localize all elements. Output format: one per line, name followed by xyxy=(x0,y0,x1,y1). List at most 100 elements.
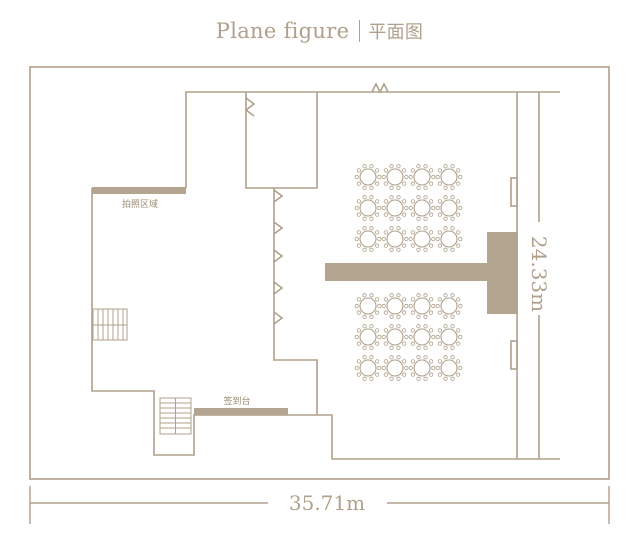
chair xyxy=(423,355,428,360)
chair xyxy=(450,376,455,381)
chair xyxy=(375,341,380,346)
banquet-table xyxy=(354,164,382,190)
stairs-left xyxy=(92,308,128,341)
chair xyxy=(443,247,448,252)
chair xyxy=(456,230,461,235)
chair xyxy=(381,205,386,211)
chair xyxy=(356,243,361,248)
chair xyxy=(389,293,394,298)
chair xyxy=(408,365,413,371)
chair xyxy=(435,365,440,371)
banquet-table xyxy=(435,324,463,350)
chair xyxy=(437,199,442,204)
chair xyxy=(458,334,463,340)
chair xyxy=(435,303,440,309)
chair xyxy=(356,297,361,302)
chair xyxy=(429,212,434,217)
chair xyxy=(369,185,374,190)
chair xyxy=(377,303,382,309)
chair xyxy=(416,314,421,319)
chair xyxy=(383,212,388,217)
door-swing xyxy=(273,189,284,203)
chair xyxy=(356,310,361,315)
chair xyxy=(375,372,380,377)
chair xyxy=(416,324,421,329)
right-door-upper xyxy=(510,177,518,207)
chair xyxy=(402,230,407,235)
door-swing xyxy=(244,97,256,117)
banquet-table xyxy=(435,164,463,190)
chair xyxy=(404,303,409,309)
chair xyxy=(450,195,455,200)
corridor-wall xyxy=(273,188,318,415)
chair xyxy=(362,324,367,329)
chair xyxy=(381,236,386,242)
chair xyxy=(410,181,415,186)
chair xyxy=(354,334,359,340)
chair xyxy=(383,243,388,248)
chair xyxy=(410,372,415,377)
chair xyxy=(410,359,415,364)
photo-area-wall xyxy=(92,187,186,194)
chair xyxy=(416,355,421,360)
chair xyxy=(377,236,382,242)
chair xyxy=(389,314,394,319)
chair xyxy=(410,212,415,217)
chair xyxy=(383,199,388,204)
chair xyxy=(402,168,407,173)
chair xyxy=(356,212,361,217)
banquet-table xyxy=(408,324,436,350)
chair xyxy=(429,297,434,302)
chair xyxy=(396,345,401,350)
chair xyxy=(429,372,434,377)
chair xyxy=(396,314,401,319)
chair xyxy=(450,355,455,360)
title-chinese: 平面图 xyxy=(368,22,424,43)
chair xyxy=(431,236,436,242)
banquet-table xyxy=(354,195,382,221)
chair xyxy=(429,181,434,186)
chair xyxy=(410,341,415,346)
chair xyxy=(458,174,463,180)
chair xyxy=(356,359,361,364)
chair xyxy=(456,199,461,204)
chair xyxy=(416,376,421,381)
small-room xyxy=(245,92,318,189)
chair xyxy=(396,216,401,221)
chair xyxy=(423,164,428,169)
chair xyxy=(356,230,361,235)
chair xyxy=(369,376,374,381)
width-dimension xyxy=(29,486,610,524)
chair xyxy=(369,164,374,169)
banquet-table xyxy=(408,195,436,221)
door-swing xyxy=(273,281,284,295)
chair xyxy=(456,310,461,315)
chair xyxy=(375,199,380,204)
chair xyxy=(354,303,359,309)
chair xyxy=(362,293,367,298)
chair xyxy=(443,345,448,350)
chair xyxy=(431,334,436,340)
chair xyxy=(437,372,442,377)
banquet-table xyxy=(408,355,436,381)
chair xyxy=(381,334,386,340)
chair xyxy=(456,372,461,377)
chair xyxy=(456,168,461,173)
chair xyxy=(458,365,463,371)
banquet-table xyxy=(381,226,409,252)
chair xyxy=(423,185,428,190)
chair xyxy=(404,205,409,211)
chair xyxy=(389,345,394,350)
chair xyxy=(377,334,382,340)
chair xyxy=(375,230,380,235)
sign-in-desk-bar xyxy=(194,408,288,415)
chair xyxy=(356,199,361,204)
chair xyxy=(389,324,394,329)
chair xyxy=(354,236,359,242)
chair xyxy=(443,216,448,221)
chair xyxy=(402,199,407,204)
banquet-table xyxy=(354,226,382,252)
chair xyxy=(456,181,461,186)
chair xyxy=(410,310,415,315)
